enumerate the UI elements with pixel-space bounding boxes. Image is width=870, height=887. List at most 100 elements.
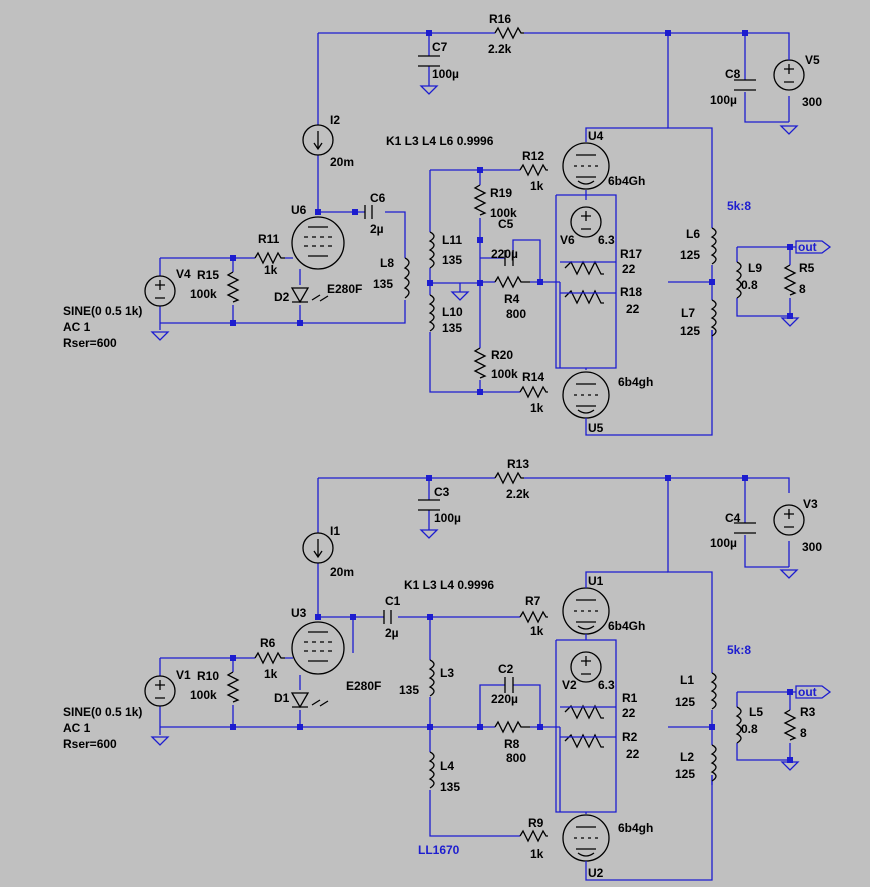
l11-value: 135 [442,253,462,267]
r19-value: 100k [490,206,517,220]
u1-model: 6b4Gh [608,619,645,633]
d1-label: D1 [274,691,290,705]
r15-value: 100k [190,287,217,301]
r16-label: R16 [489,12,511,26]
u4-model: 6b4Gh [608,174,645,188]
c3-label: C3 [434,485,450,499]
c2-value: 220µ [491,692,518,706]
r8-label: R8 [504,737,520,751]
l6-label: L6 [686,227,700,241]
v4-source-1: SINE(0 0.5 1k) [63,304,142,318]
out-port-top: out [798,240,817,254]
top-circuit [144,26,832,436]
c2-label: C2 [498,662,514,676]
r13-label: R13 [507,457,529,471]
r5-value: 8 [799,282,806,296]
v2-value: 6.3 [598,678,615,692]
v1-source-2: AC 1 [63,721,91,735]
l1-label: L1 [680,673,694,687]
l3-value: 135 [399,683,419,697]
r1-label: R1 [622,691,638,705]
l6-value: 125 [680,248,700,262]
c1-label: C1 [385,594,401,608]
l4-label: L4 [440,759,454,773]
r8-value: 800 [506,751,526,765]
u2-model: 6b4gh [618,821,653,835]
r14-label: R14 [522,370,544,384]
r19-label: R19 [490,186,512,200]
ll1670-note: LL1670 [418,843,460,857]
l5-value: 0.8 [741,722,758,736]
c6-label: C6 [370,191,386,205]
l8-value: 135 [373,277,393,291]
l7-label: L7 [681,306,695,320]
r10-label: R10 [197,669,219,683]
r6-label: R6 [260,636,276,650]
r7-value: 1k [530,624,544,638]
l2-value: 125 [675,767,695,781]
coupling-k1: K1 L3 L4 L6 0.9996 [386,134,494,148]
v3-value: 300 [802,540,822,554]
u5-label: U5 [588,421,604,435]
l8-label: L8 [380,256,394,270]
v1-source-3: Rser=600 [63,737,117,751]
v3-label: V3 [803,497,818,511]
u3-model: E280F [346,679,381,693]
r9-label: R9 [528,816,544,830]
r9-value: 1k [530,847,544,861]
c7-label: C7 [432,40,448,54]
r16-value: 2.2k [488,42,512,56]
out-port-bottom: out [798,685,817,699]
c3-value: 100µ [434,511,461,525]
coupling-k1-bottom: K1 L3 L4 0.9996 [404,578,494,592]
l11-label: L11 [442,233,462,247]
r4-value: 800 [506,307,526,321]
l3-label: L3 [440,666,454,680]
v1-label: V1 [176,668,191,682]
c4-value: 100µ [710,536,737,550]
r14-value: 1k [530,401,544,415]
v4-source-2: AC 1 [63,320,91,334]
i2-label: I2 [330,113,340,127]
c8-value: 100µ [710,93,737,107]
r1-value: 22 [622,706,636,720]
u1-label: U1 [588,574,604,588]
l4-value: 135 [440,780,460,794]
r13-value: 2.2k [506,487,530,501]
u3-label: U3 [291,606,307,620]
u6-model: E280F [327,282,362,296]
ratio-note-bottom: 5k:8 [727,643,751,657]
r17-value: 22 [622,262,636,276]
c1-value: 2µ [385,626,399,640]
r10-value: 100k [190,688,217,702]
v5-value: 300 [802,95,822,109]
v5-label: V5 [805,53,820,67]
bottom-labels: R13 2.2k C3 100µ C4 100µ V3 300 I1 20m K… [63,457,822,880]
l10-label: L10 [442,305,463,319]
r2-label: R2 [622,730,638,744]
l10-value: 135 [442,321,462,335]
r18-value: 22 [626,302,640,316]
i1-label: I1 [330,524,340,538]
l9-value: 0.8 [741,278,758,292]
r20-value: 100k [491,367,518,381]
r17-label: R17 [620,247,642,261]
i2-value: 20m [330,155,354,169]
l9-label: L9 [748,261,762,275]
d2-label: D2 [274,290,290,304]
i1-value: 20m [330,565,354,579]
l2-label: L2 [680,750,694,764]
v6-value: 6.3 [598,233,615,247]
r15-label: R15 [197,268,219,282]
c6-value: 2µ [370,222,384,236]
l5-label: L5 [749,705,763,719]
l1-value: 125 [675,695,695,709]
v6-label: V6 [560,233,575,247]
l7-value: 125 [680,324,700,338]
c5-value: 220µ [491,247,518,261]
r20-label: R20 [491,348,513,362]
v1-source-1: SINE(0 0.5 1k) [63,705,142,719]
v4-label: V4 [176,267,191,281]
u2-label: U2 [588,866,604,880]
c5-label: C5 [498,217,514,231]
